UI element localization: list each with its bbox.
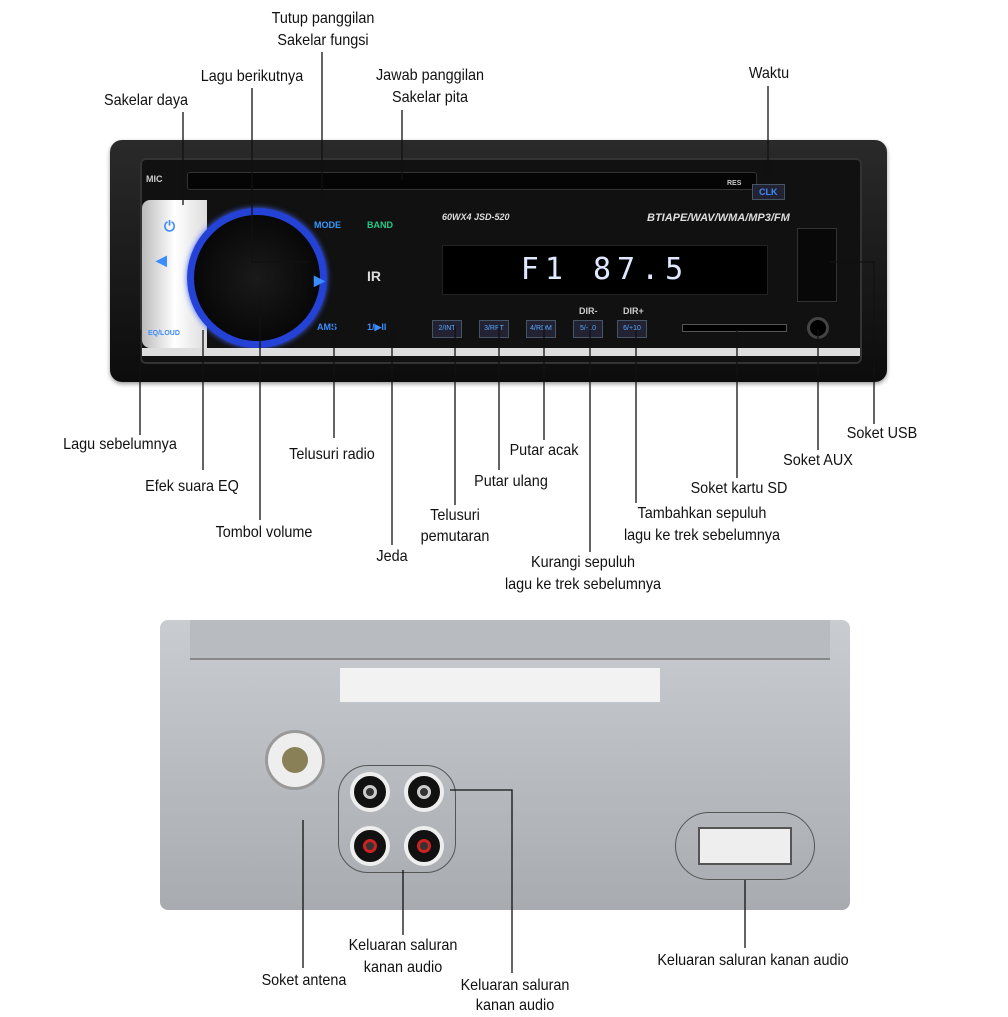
mode-button[interactable]: MODE bbox=[314, 220, 341, 230]
label-prev-song: Lagu sebelumnya bbox=[63, 436, 177, 453]
lcd-display: F1 87.5 bbox=[442, 245, 768, 295]
aux-jack bbox=[807, 317, 829, 339]
eq-button[interactable]: EQ/LOUD bbox=[148, 330, 180, 337]
usb-port-cover bbox=[797, 228, 837, 302]
cd-slot bbox=[187, 172, 757, 190]
label-eq: Efek suara EQ bbox=[145, 478, 239, 495]
button-5-minus10[interactable]: 5/-10 bbox=[573, 320, 603, 338]
label-volume: Tombol volume bbox=[215, 524, 313, 541]
dir-minus-label: DIR- bbox=[579, 306, 598, 316]
label-aux: Soket AUX bbox=[783, 452, 853, 469]
model-label: 60WX4 JSD-520 bbox=[442, 212, 510, 222]
ams-button[interactable]: AMS bbox=[317, 322, 337, 332]
power-icon[interactable]: ⏻ bbox=[164, 218, 176, 234]
volume-knob[interactable] bbox=[187, 208, 327, 348]
formats-label: BTIAPE/WAV/WMA/MP3/FM bbox=[647, 212, 790, 224]
label-plus10-2: lagu ke trek sebelumnya bbox=[623, 527, 781, 544]
label-random: Putar acak bbox=[509, 442, 579, 459]
front-panel: MIC RES CLK ⏻ ◀ EQ/LOUD ▶ MODE BAND IR A… bbox=[140, 158, 862, 364]
label-sd: Soket kartu SD bbox=[690, 480, 788, 497]
label-answer-call: Jawab panggilan bbox=[375, 67, 485, 84]
sd-card-slot bbox=[682, 324, 787, 332]
label-function-switch: Sakelar fungsi bbox=[277, 32, 369, 49]
spec-sticker bbox=[340, 668, 660, 702]
label-minus10-2: lagu ke trek sebelumnya bbox=[504, 576, 662, 593]
rca-white-left bbox=[350, 772, 390, 812]
label-next-song: Lagu berikutnya bbox=[200, 68, 304, 85]
rca-red-right bbox=[404, 826, 444, 866]
button-4-rdm[interactable]: 4/RDM bbox=[526, 320, 556, 338]
label-antenna: Soket antena bbox=[261, 972, 347, 989]
label-clock: Waktu bbox=[748, 65, 790, 82]
button-3-rpt[interactable]: 3/RPT bbox=[479, 320, 509, 338]
top-rail bbox=[190, 620, 830, 660]
car-radio-front: MIC RES CLK ⏻ ◀ EQ/LOUD ▶ MODE BAND IR A… bbox=[110, 140, 887, 382]
iso-connector bbox=[698, 827, 792, 865]
res-label: RES bbox=[727, 180, 742, 187]
prev-arrow-icon[interactable]: ◀ bbox=[156, 252, 167, 268]
label-out1-1: Keluaran saluran bbox=[348, 937, 458, 954]
antenna-socket bbox=[265, 730, 325, 790]
clk-button[interactable]: CLK bbox=[752, 184, 785, 200]
label-band-switch: Sakelar pita bbox=[391, 89, 469, 106]
label-usb: Soket USB bbox=[846, 425, 918, 442]
next-arrow-icon[interactable]: ▶ bbox=[314, 272, 325, 288]
label-end-call: Tutup panggilan bbox=[271, 10, 375, 27]
label-out2-1: Keluaran saluran bbox=[460, 977, 570, 994]
rca-red-left bbox=[350, 826, 390, 866]
mic-label: MIC bbox=[146, 174, 163, 184]
label-out3: Keluaran saluran kanan audio bbox=[657, 952, 849, 969]
pause-button[interactable]: 1/▶II bbox=[367, 322, 387, 332]
car-radio-back bbox=[160, 620, 850, 910]
iso-connector-outline bbox=[675, 812, 815, 880]
chrome-strip bbox=[142, 348, 860, 356]
ir-sensor: IR bbox=[367, 268, 381, 284]
rca-white-right bbox=[404, 772, 444, 812]
dir-plus-label: DIR+ bbox=[623, 306, 644, 316]
label-repeat: Putar ulang bbox=[474, 473, 548, 490]
label-out2-2: kanan audio bbox=[475, 997, 555, 1014]
label-radio-search: Telusuri radio bbox=[289, 446, 375, 463]
label-minus10-1: Kurangi sepuluh bbox=[530, 554, 636, 571]
label-play-search-2: pemutaran bbox=[420, 528, 490, 545]
label-plus10-1: Tambahkan sepuluh bbox=[637, 505, 767, 522]
button-6-plus10[interactable]: 6/+10 bbox=[617, 320, 647, 338]
band-button[interactable]: BAND bbox=[367, 220, 393, 230]
label-pause: Jeda bbox=[376, 548, 408, 565]
label-play-search-1: Telusuri bbox=[430, 507, 480, 524]
label-power: Sakelar daya bbox=[103, 92, 189, 109]
label-out1-2: kanan audio bbox=[363, 959, 443, 976]
button-2-int[interactable]: 2/INT bbox=[432, 320, 462, 338]
